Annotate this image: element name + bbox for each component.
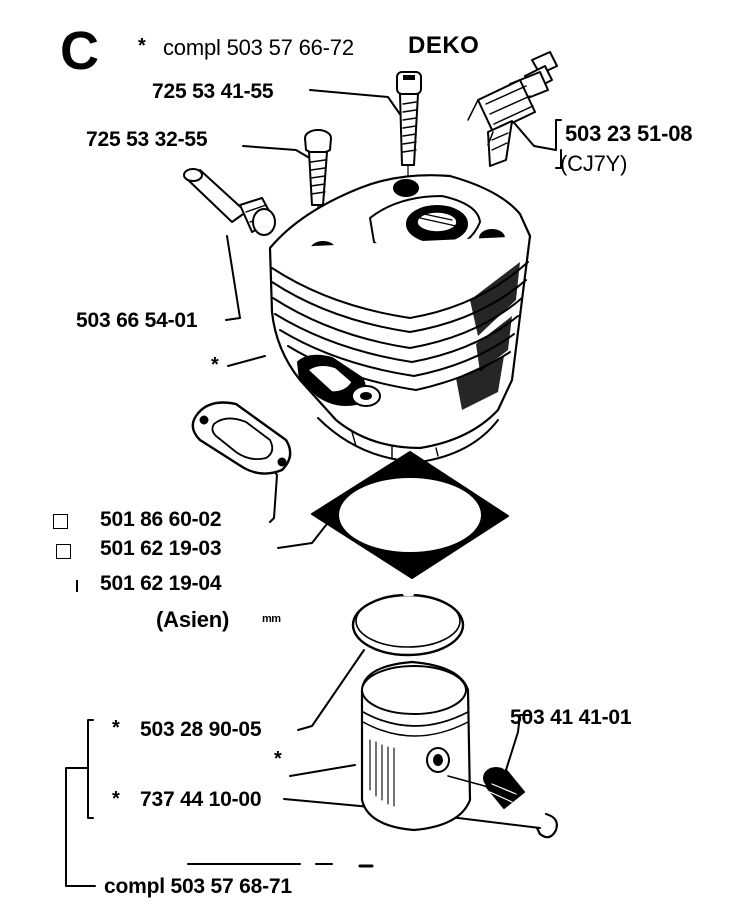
piston-ring <box>351 592 465 657</box>
label-spark-plug-type: (CJ7Y) <box>560 151 628 176</box>
star-marker-piston: * <box>112 788 120 810</box>
label-screw-long: 725 53 41-55 <box>152 80 274 103</box>
piston <box>360 660 493 832</box>
cylinder-base-gasket <box>311 451 509 579</box>
header-star: * <box>138 35 146 57</box>
cylinder-screw-short <box>304 129 332 241</box>
label-asien: (Asien) <box>156 607 230 632</box>
label-piston: 737 44 10-00 <box>140 788 262 811</box>
section-letter: C <box>60 21 99 81</box>
header-deko: DEKO <box>408 32 480 59</box>
label-screw-short: 725 53 32-55 <box>86 128 208 151</box>
label-compl-bottom: compl 503 57 68-71 <box>104 875 292 898</box>
decompression-valve <box>183 168 276 236</box>
spark-plug <box>467 51 558 167</box>
box-marker-1 <box>53 514 68 529</box>
label-exhaust-gasket: 501 86 60-02 <box>100 508 222 531</box>
label-piston-ring: 503 28 90-05 <box>140 718 262 741</box>
star-marker-piston-assembly: * <box>274 748 282 770</box>
label-asien-unit: mm <box>262 613 281 625</box>
box-marker-2 <box>56 544 71 559</box>
label-decompression-valve: 503 66 54-01 <box>76 309 198 332</box>
overprint-marks <box>187 863 374 868</box>
piston-pin <box>483 767 525 809</box>
star-marker-cylinder: * <box>211 354 219 376</box>
label-piston-pin: 503 41 41-01 <box>510 706 632 729</box>
tick-marker <box>76 580 78 592</box>
circlip <box>535 812 558 839</box>
leader-lines <box>65 89 562 887</box>
label-base-gasket-1: 501 62 19-03 <box>100 537 222 560</box>
header-compl-label: compl 503 57 66-72 <box>163 35 354 60</box>
cylinder <box>268 174 532 463</box>
label-spark-plug: 503 23 51-08 <box>565 121 693 146</box>
exhaust-gasket <box>191 401 292 475</box>
star-marker-ring: * <box>112 717 120 739</box>
label-base-gasket-2: 501 62 19-04 <box>100 572 222 595</box>
